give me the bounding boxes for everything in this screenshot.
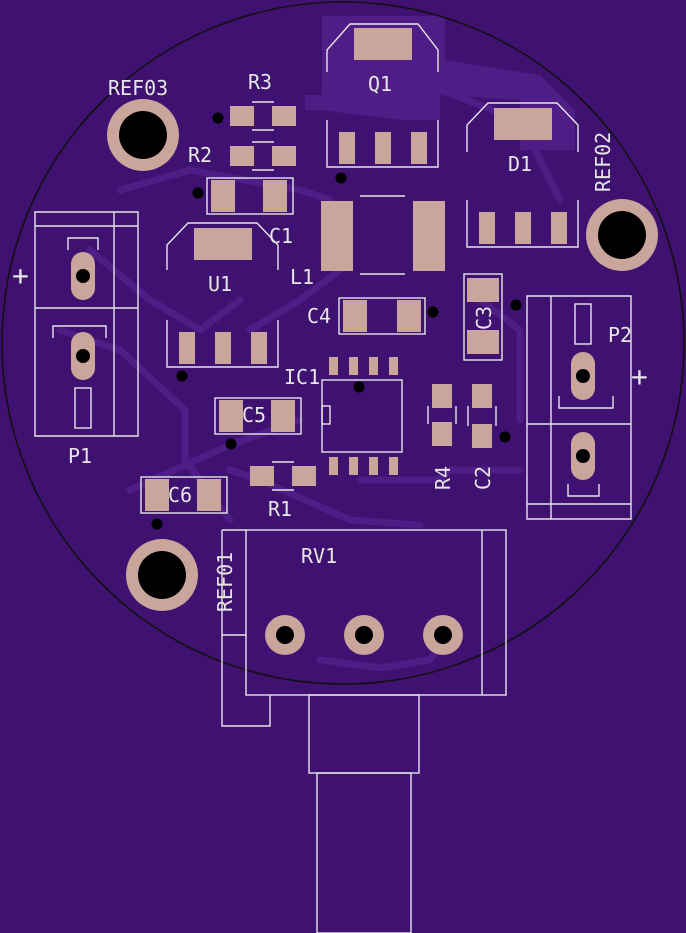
ref03-label: REF03 — [108, 76, 168, 100]
r3-label: R3 — [248, 70, 272, 94]
u1-footprint — [166, 222, 279, 368]
ref02-label: REF02 — [591, 132, 615, 192]
p2-connector — [526, 295, 632, 520]
p1-connector — [34, 211, 139, 437]
l1-label: L1 — [290, 265, 314, 289]
rv1-potentiometer — [221, 529, 507, 933]
c5-label: C5 — [242, 403, 266, 427]
r1-label: R1 — [268, 497, 292, 521]
c5-footprint — [214, 397, 302, 435]
c2-label: C2 — [471, 466, 495, 490]
plus-markers: + + — [12, 259, 648, 393]
r4-label: R4 — [431, 466, 455, 490]
q1-footprint — [326, 23, 439, 168]
l1-footprint — [321, 195, 445, 275]
mounting-hole-ref01 — [126, 539, 198, 611]
silkscreen-labels: REF03 Q1 R3 R2 D1 C1 U1 L1 C4 P2 IC1 C5 … — [68, 70, 632, 612]
rv1-label: RV1 — [301, 544, 337, 568]
board-outline — [1, 1, 685, 685]
p2-plus-marker: + — [631, 360, 648, 393]
c6-label: C6 — [168, 483, 192, 507]
r3-footprint — [230, 101, 296, 131]
r2-label: R2 — [188, 143, 212, 167]
c1-label: C1 — [269, 224, 293, 248]
c4-footprint — [338, 297, 426, 335]
p1-plus-marker: + — [12, 259, 29, 292]
c4-label: C4 — [307, 304, 331, 328]
vias — [151, 112, 522, 530]
ic1-label: IC1 — [284, 365, 320, 389]
r4-footprint — [427, 384, 457, 446]
r1-footprint — [250, 461, 316, 491]
c1-footprint — [206, 177, 294, 215]
ref01-label: REF01 — [213, 552, 237, 612]
ic1-footprint — [321, 357, 403, 475]
c3-label: C3 — [472, 306, 496, 330]
d1-footprint — [466, 102, 579, 248]
mounting-hole-ref02 — [586, 199, 658, 271]
p2-label: P2 — [608, 323, 632, 347]
mounting-hole-ref03 — [107, 99, 179, 171]
c2-footprint — [467, 384, 497, 448]
d1-label: D1 — [508, 152, 532, 176]
u1-label: U1 — [208, 272, 232, 296]
r2-footprint — [230, 141, 296, 171]
p1-label: P1 — [68, 444, 92, 468]
c3-footprint — [463, 273, 503, 361]
q1-label: Q1 — [368, 72, 392, 96]
c6-footprint — [140, 476, 228, 514]
